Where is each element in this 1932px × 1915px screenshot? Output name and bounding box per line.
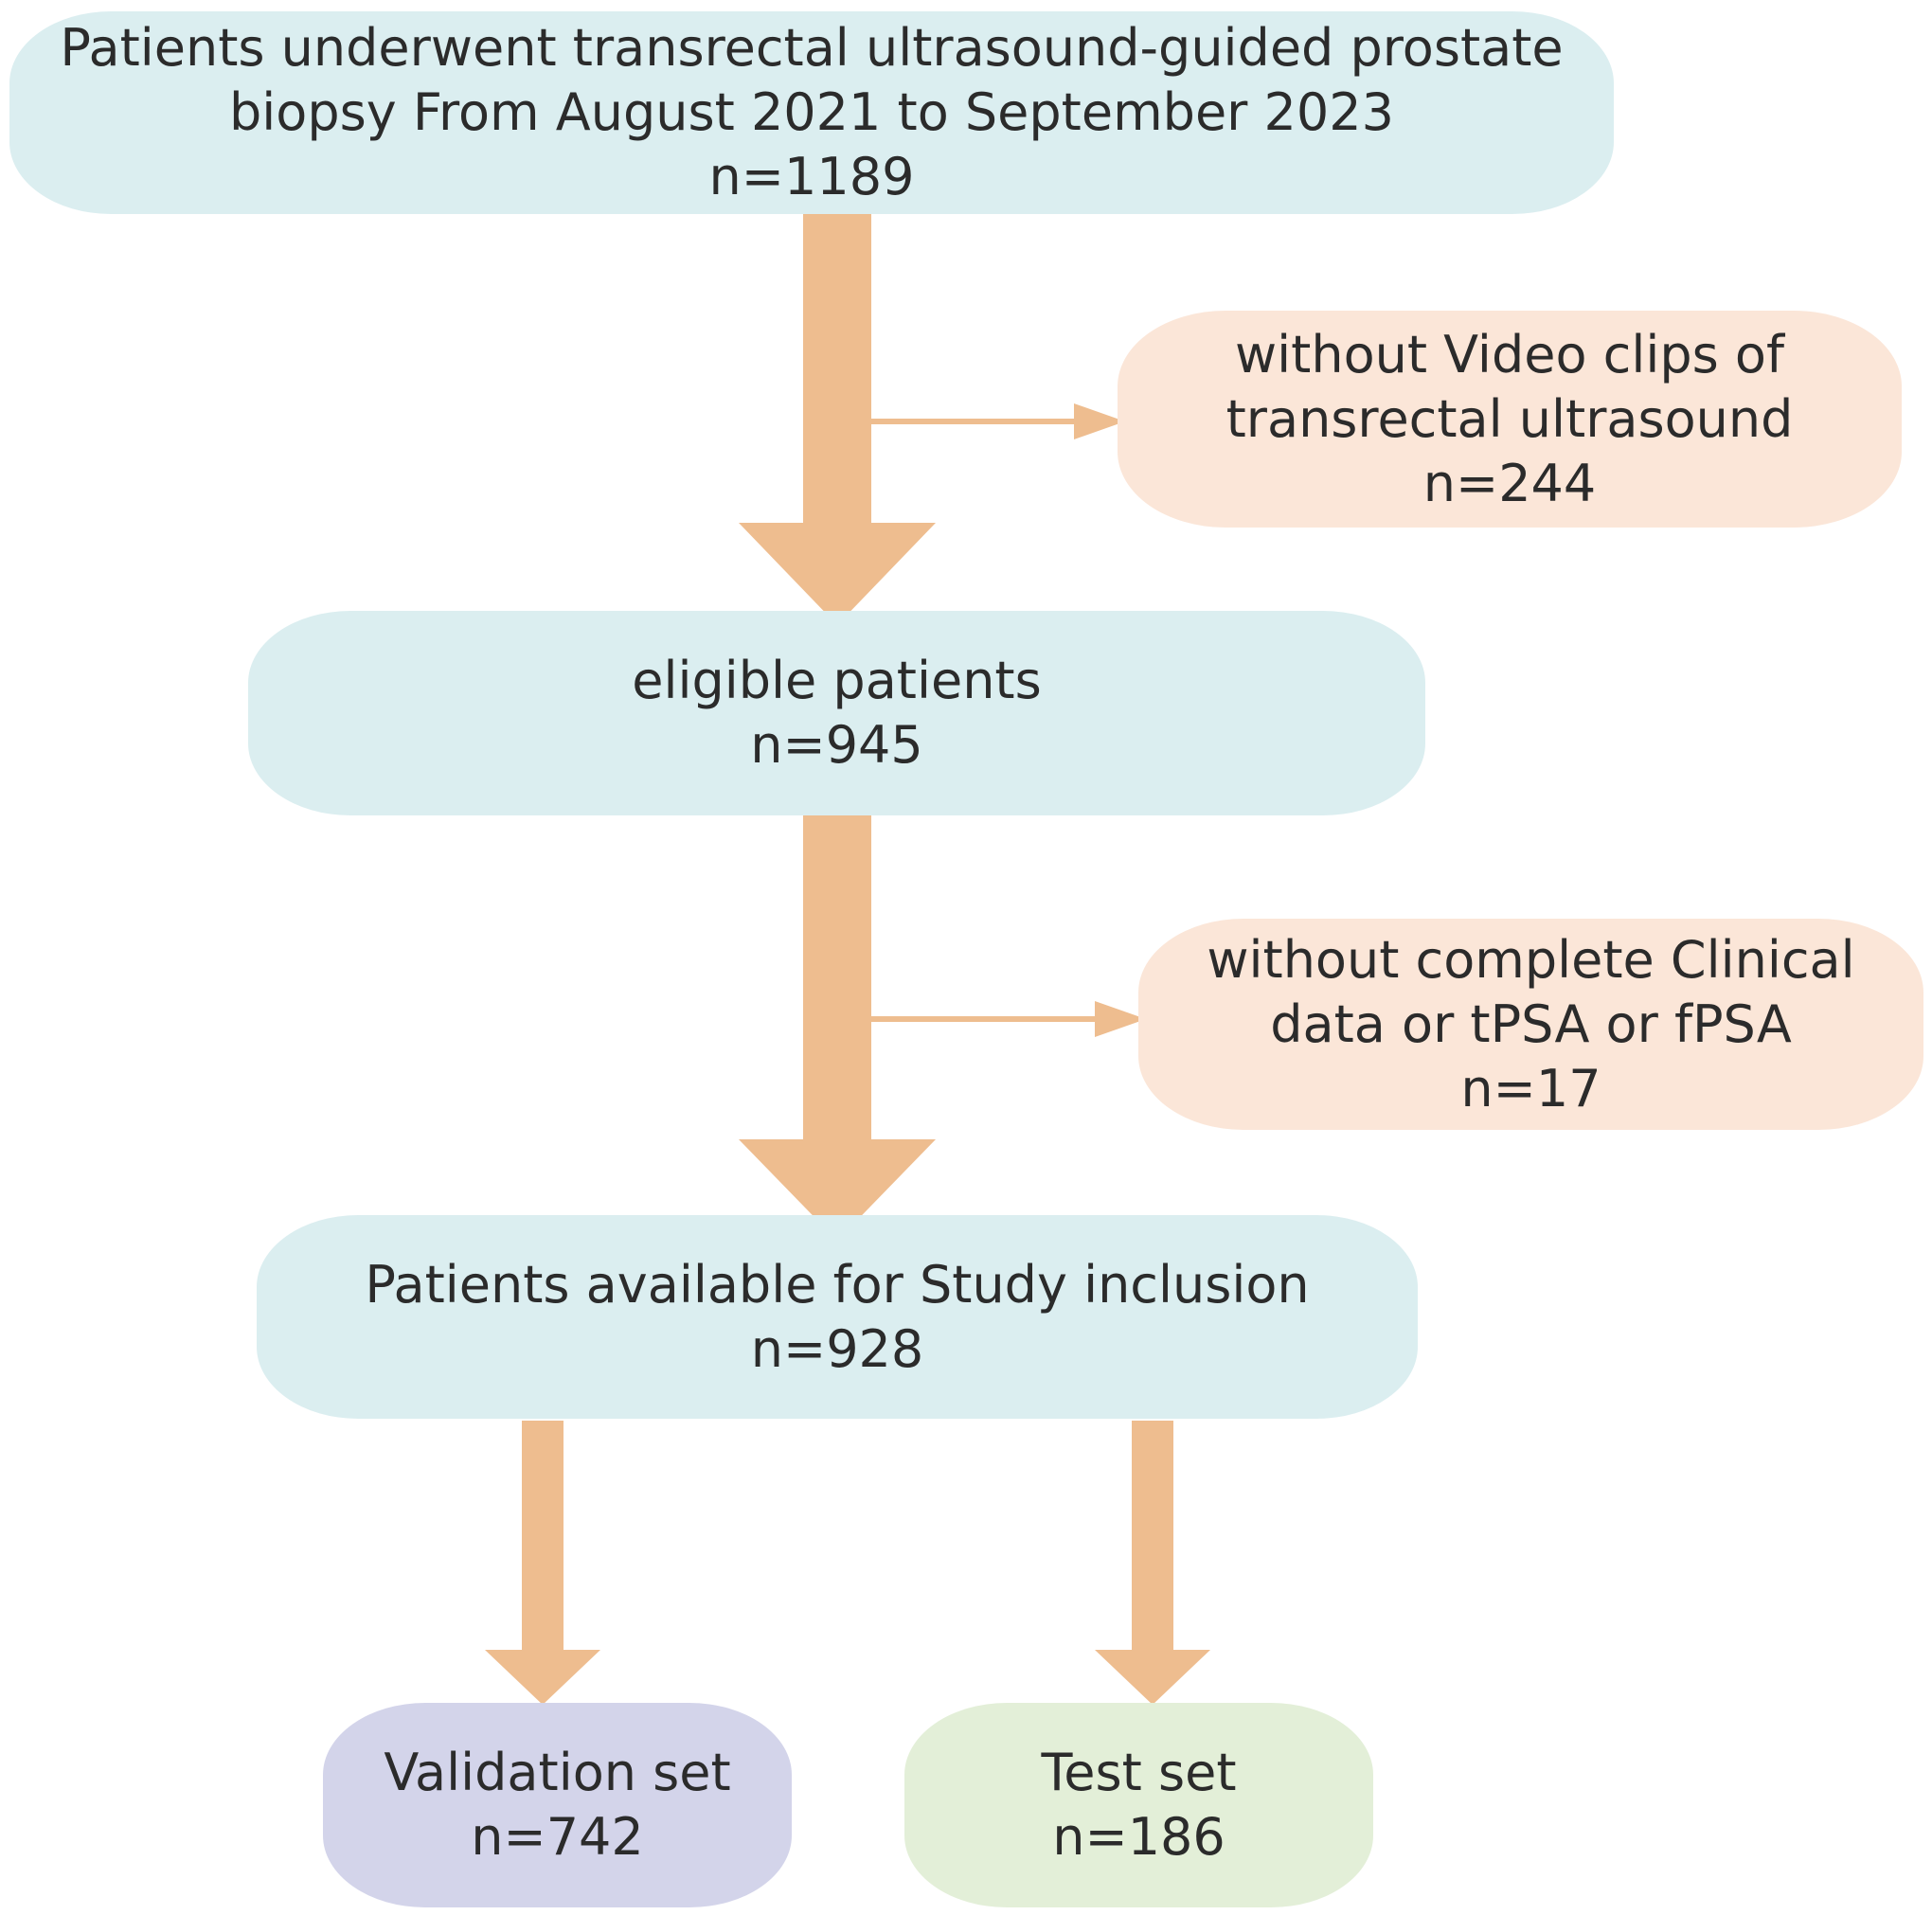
side-arrow-2-head	[1095, 1001, 1146, 1037]
exclusion-box-clinical-line2: data or tPSA or fPSA	[1270, 993, 1792, 1054]
exclusion-box-video-count: n=244	[1422, 453, 1597, 513]
start-box-count: n=1189	[708, 147, 915, 206]
eligible-box: eligible patients n=945	[248, 611, 1425, 815]
exclusion-box-clinical: without complete Clinical data or tPSA o…	[1138, 919, 1923, 1130]
validation-set-count: n=742	[471, 1807, 644, 1867]
branch-arrow-test	[1095, 1421, 1210, 1705]
available-box: Patients available for Study inclusion n…	[257, 1215, 1418, 1419]
test-set-count: n=186	[1052, 1807, 1225, 1867]
side-arrow-2-line	[871, 1016, 1099, 1022]
main-arrow-2	[739, 810, 936, 1241]
eligible-box-label: eligible patients	[632, 651, 1042, 710]
side-arrow-1-line	[871, 419, 1078, 424]
start-box-line1: Patients underwent transrectal ultrasoun…	[60, 18, 1564, 78]
branch-arrow-validation	[485, 1421, 600, 1705]
available-box-label: Patients available for Study inclusion	[365, 1254, 1310, 1315]
exclusion-box-clinical-count: n=17	[1460, 1058, 1601, 1119]
validation-set-label: Validation set	[384, 1743, 731, 1802]
exclusion-box-video: without Video clips of transrectal ultra…	[1118, 311, 1902, 528]
exclusion-box-video-line1: without Video clips of	[1235, 324, 1784, 385]
test-set-label: Test set	[1041, 1743, 1237, 1802]
exclusion-box-video-line2: transrectal ultrasound	[1225, 388, 1794, 449]
side-arrow-1-head	[1074, 403, 1125, 439]
main-arrow-1	[739, 214, 936, 625]
available-box-count: n=928	[750, 1318, 924, 1379]
exclusion-box-clinical-line1: without complete Clinical	[1207, 929, 1855, 990]
start-box-line2: biopsy From August 2021 to September 202…	[229, 82, 1394, 142]
eligible-box-count: n=945	[750, 715, 923, 775]
start-box: Patients underwent transrectal ultrasoun…	[9, 11, 1614, 214]
validation-set-box: Validation set n=742	[323, 1703, 792, 1907]
test-set-box: Test set n=186	[904, 1703, 1373, 1907]
